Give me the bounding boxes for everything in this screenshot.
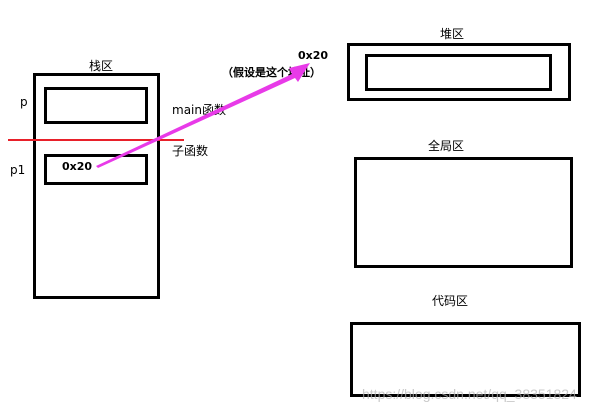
pointer-arrow (96, 63, 310, 168)
p-cell (44, 87, 148, 124)
code-title: 代码区 (432, 294, 469, 308)
p1-label: p1 (10, 163, 26, 177)
global-title: 全局区 (428, 139, 465, 153)
p1-cell (44, 154, 148, 185)
global-region (354, 157, 573, 268)
p-label: p (20, 95, 28, 109)
heap-region (347, 43, 571, 101)
heap-title: 堆区 (440, 27, 465, 41)
heap-cell (365, 54, 552, 91)
sub-function-label: 子函数 (172, 144, 209, 158)
address-note: （假设是这个地址） (222, 66, 321, 79)
heap-address: 0x20 (298, 49, 329, 62)
p1-value: 0x20 (62, 160, 93, 173)
stack-region (33, 73, 160, 299)
watermark: https://blog.csdn.net/qq_38351824 (362, 386, 577, 402)
code-region (350, 322, 581, 397)
stack-title: 栈区 (89, 59, 114, 73)
